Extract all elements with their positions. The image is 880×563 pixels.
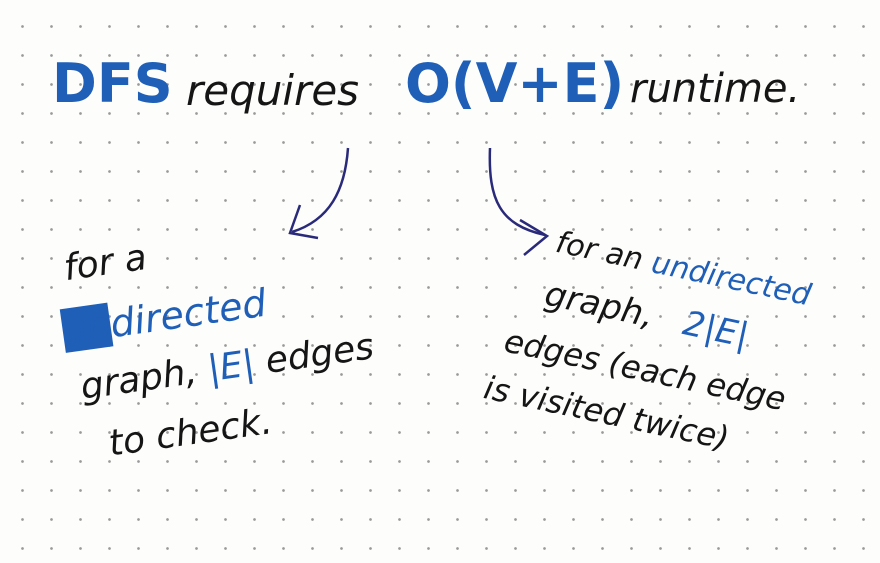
scribble-out: un [59,302,114,353]
right-arrow-head [519,218,550,256]
title-requires: requires [186,66,360,115]
title-runtime: runtime. [630,66,801,112]
left-arrow-head [288,204,319,240]
title-complexity: O(V+E) [405,52,625,115]
left-edge-count: |E| [205,342,258,391]
right-arrow [488,147,546,237]
left-arrow [291,147,350,234]
title-dfs: DFS [52,52,173,115]
